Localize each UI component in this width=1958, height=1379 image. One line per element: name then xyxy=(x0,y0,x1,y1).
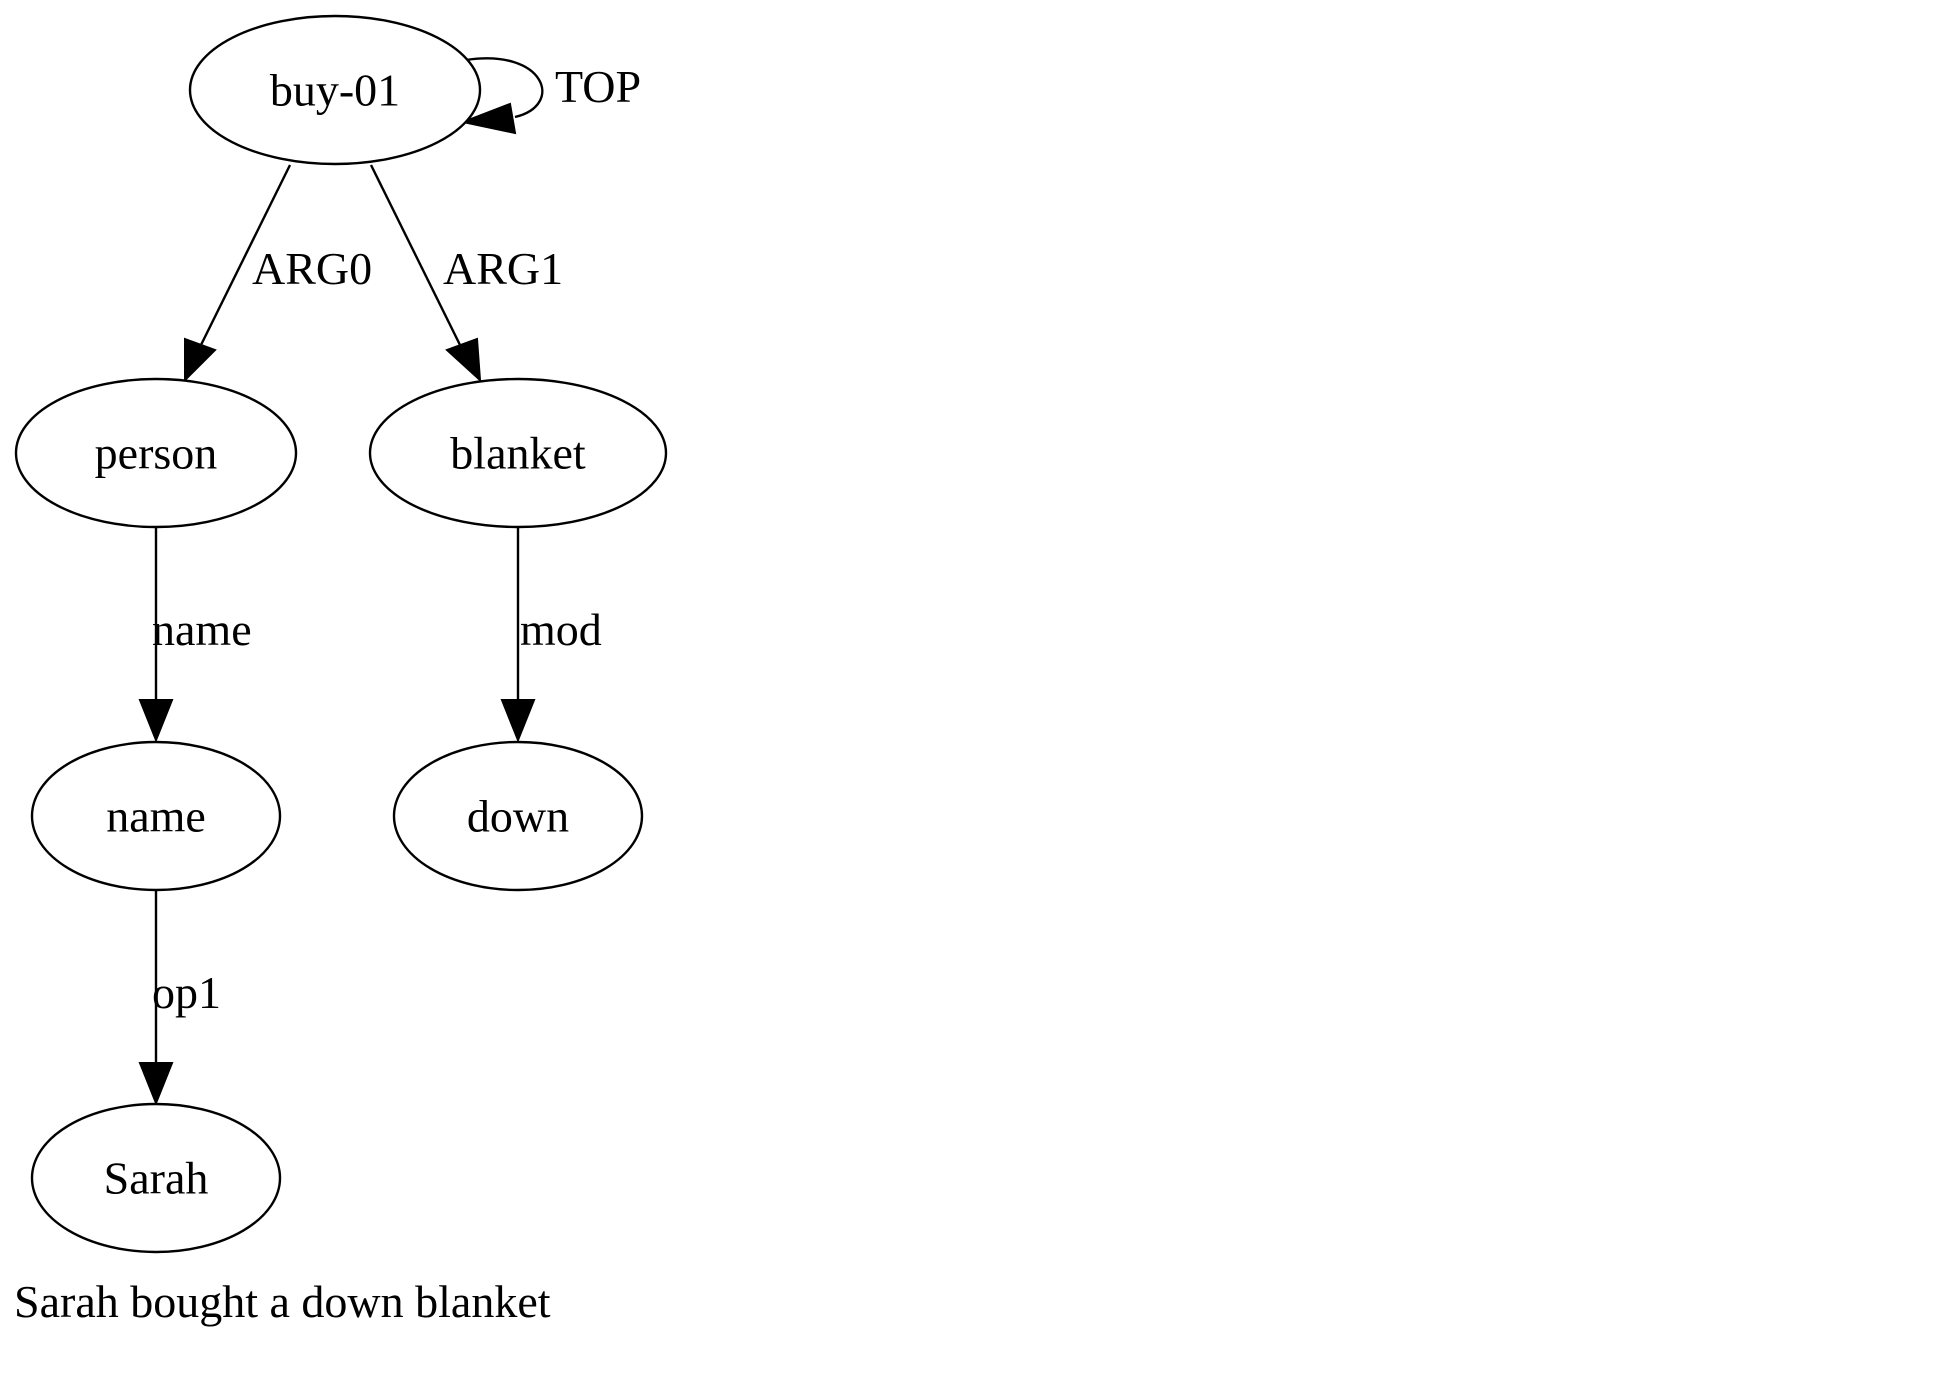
graph-caption: Sarah bought a down blanket xyxy=(14,1276,551,1327)
node-buy-01-label: buy-01 xyxy=(270,65,400,116)
edge-arg1: ARG1 xyxy=(369,164,563,383)
edge-top: TOP xyxy=(459,57,641,135)
node-name-label: name xyxy=(106,791,206,842)
edge-arg1-arrowhead xyxy=(445,337,482,383)
edge-arg0: ARG0 xyxy=(184,164,372,383)
edge-name: name xyxy=(138,527,252,743)
node-sarah: Sarah xyxy=(30,1102,282,1254)
edge-mod-arrowhead xyxy=(500,699,536,743)
edge-arg1-label: ARG1 xyxy=(443,243,563,294)
edge-mod: mod xyxy=(500,527,602,743)
node-down-ellipse xyxy=(392,740,644,892)
node-down: down xyxy=(392,740,644,892)
node-person-ellipse xyxy=(14,377,298,529)
edge-top-label: TOP xyxy=(555,61,641,112)
node-blanket-ellipse xyxy=(368,377,668,529)
edge-arg0-arrowhead xyxy=(184,337,217,383)
edge-op1-label: op1 xyxy=(152,967,221,1018)
node-name: name xyxy=(30,740,282,892)
node-buy-01-ellipse xyxy=(188,14,482,166)
edge-name-label: name xyxy=(152,604,252,655)
node-sarah-ellipse xyxy=(30,1102,282,1254)
node-person: person xyxy=(14,377,298,529)
node-buy-01: buy-01 xyxy=(188,14,482,166)
edge-top-line xyxy=(465,57,544,119)
node-sarah-label: Sarah xyxy=(104,1153,209,1204)
edge-top-arrowhead xyxy=(459,102,517,135)
node-blanket: blanket xyxy=(368,377,668,529)
node-down-label: down xyxy=(467,791,569,842)
edge-op1: op1 xyxy=(138,890,221,1106)
node-name-ellipse xyxy=(30,740,282,892)
node-person-label: person xyxy=(95,428,218,479)
edge-arg1-line xyxy=(369,164,464,350)
edge-mod-label: mod xyxy=(520,604,602,655)
edge-arg0-label: ARG0 xyxy=(252,243,372,294)
edge-name-arrowhead xyxy=(138,699,174,743)
node-blanket-label: blanket xyxy=(450,428,586,479)
edge-op1-arrowhead xyxy=(138,1062,174,1106)
edge-arg0-line xyxy=(197,164,292,350)
